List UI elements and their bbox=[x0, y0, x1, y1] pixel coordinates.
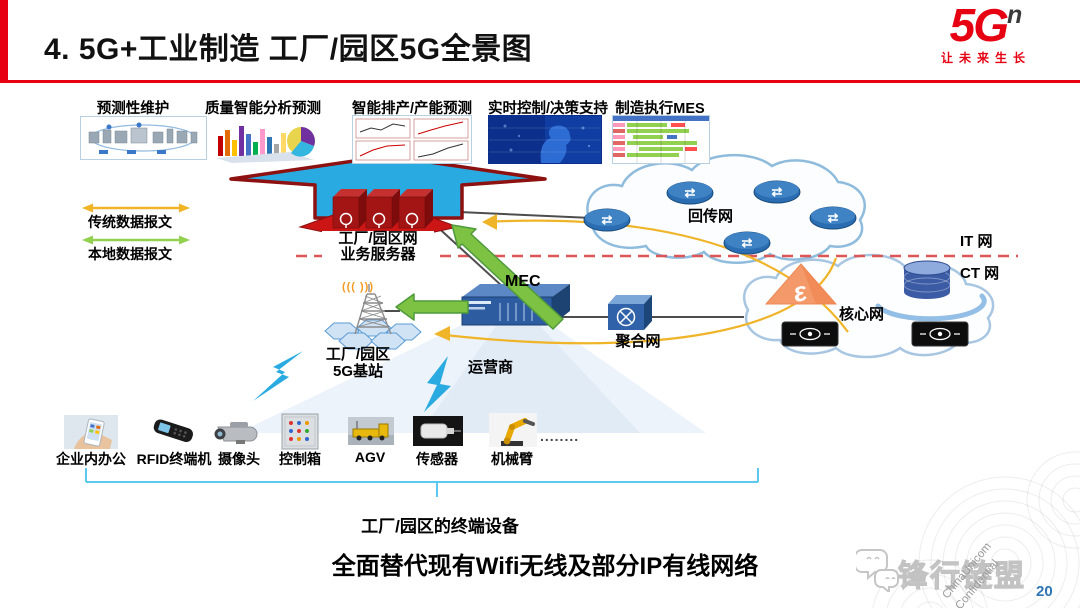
core-epc-icon: ε bbox=[764, 263, 838, 308]
header-accent-bar bbox=[0, 0, 8, 80]
app-thumb-realtime-control-image bbox=[488, 115, 602, 164]
router-arrows-icon: ⇄ bbox=[742, 235, 753, 250]
bs-label-line1: 工厂/园区 bbox=[325, 346, 391, 363]
router-arrows-icon: ⇄ bbox=[685, 185, 696, 200]
devices-brace bbox=[85, 468, 759, 497]
router-arrows-icon: ⇄ bbox=[602, 212, 613, 227]
app-thumb-mes-image bbox=[612, 115, 710, 164]
legend-local-arrow-icon bbox=[80, 233, 192, 251]
server-label-line1: 工厂/园区网 bbox=[338, 230, 418, 247]
operator-label: 运营商 bbox=[468, 359, 514, 376]
app-thumb-predictive-maintenance-image bbox=[80, 116, 207, 160]
legend-traditional-label: 传统数据报文 bbox=[88, 214, 172, 230]
terminal-group-label: 工厂/园区的终端设备 bbox=[361, 517, 519, 536]
coverage-fan bbox=[238, 299, 706, 433]
lightning-bolts bbox=[253, 351, 451, 412]
header-divider bbox=[0, 80, 1080, 83]
device-label-agv: AGV bbox=[354, 449, 386, 465]
device-label-control-box: 控制箱 bbox=[279, 451, 321, 467]
highlight-statement: 全面替代现有Wifi无线及部分IP有线网络 bbox=[331, 553, 759, 580]
app-label-quality-analysis: 质量智能分析预测 bbox=[205, 101, 321, 117]
device-label-office: 企业内办公 bbox=[56, 451, 126, 467]
backhaul-label: 回传网 bbox=[688, 208, 734, 225]
ct-net-label: CT 网 bbox=[960, 265, 1000, 282]
device-label-rfid: RFID终端机 bbox=[136, 451, 212, 467]
device-thumb-robot-arm-image bbox=[489, 413, 537, 452]
server-cluster-icon bbox=[298, 189, 460, 235]
green-arrows bbox=[395, 224, 564, 330]
bs-tower-icon bbox=[354, 284, 392, 335]
device-label-camera: 摄像头 bbox=[218, 451, 260, 467]
device-thumb-office-image bbox=[64, 415, 118, 454]
device-thumb-camera-image bbox=[210, 419, 266, 450]
it-net-label: IT 网 bbox=[960, 233, 993, 250]
wechat-bubbles-icon bbox=[854, 544, 900, 597]
legend-traditional-arrow-icon bbox=[80, 201, 192, 219]
backhaul-routers: ⇄ ⇄ ⇄ ⇄ ⇄ bbox=[583, 180, 857, 255]
device-label-sensor: 传感器 bbox=[416, 451, 458, 467]
aggregation-switch-icon bbox=[608, 295, 652, 330]
device-thumb-agv-image bbox=[348, 417, 394, 450]
core-gateway-icons bbox=[781, 321, 969, 347]
bs-label-line2: 5G基站 bbox=[332, 362, 383, 380]
yellow-arrowhead-servers bbox=[482, 214, 497, 230]
device-thumb-rfid-image bbox=[148, 417, 200, 452]
logo-5g: 5G bbox=[949, 0, 1009, 51]
device-thumb-sensor-image bbox=[413, 416, 463, 451]
core-database-icon bbox=[875, 260, 987, 322]
app-label-predictive-maintenance: 预测性维护 bbox=[96, 101, 170, 117]
page-title: 4. 5G+工业制造 工厂/园区5G全景图 bbox=[44, 33, 533, 66]
device-thumb-control-box-image bbox=[281, 413, 319, 455]
watermark-brand: 锋行链盟 bbox=[897, 559, 1026, 593]
app-thumb-smart-scheduling-image bbox=[352, 115, 472, 164]
app-label-mes: 制造执行MES bbox=[615, 101, 705, 117]
router-arrows-icon: ⇄ bbox=[828, 210, 839, 225]
aggregation-label: 聚合网 bbox=[615, 333, 661, 350]
core-label: 核心网 bbox=[839, 306, 885, 323]
brand-logo: 5Gn 让未来生长 bbox=[926, 2, 1046, 64]
app-thumb-quality-analysis-image bbox=[211, 115, 321, 164]
bs-hexagons bbox=[324, 319, 422, 350]
server-label: 工厂/园区网 业务服务器 bbox=[322, 230, 434, 264]
legend-local-label: 本地数据报文 bbox=[88, 246, 172, 262]
page-number: 20 bbox=[1036, 583, 1053, 600]
device-label-robot-arm: 机械臂 bbox=[491, 451, 533, 467]
yellow-arrowhead-bs bbox=[434, 326, 450, 341]
bs-label: 工厂/园区 5G基站 bbox=[312, 346, 404, 380]
router-arrows-icon: ⇄ bbox=[772, 184, 783, 199]
logo-n-sup: n bbox=[1007, 1, 1023, 29]
devices-more: ........ bbox=[540, 428, 580, 444]
app-label-realtime-control: 实时控制/决策支持 bbox=[487, 101, 609, 117]
app-label-smart-scheduling: 智能排产/产能预测 bbox=[351, 101, 473, 117]
server-label-line2: 业务服务器 bbox=[340, 246, 416, 264]
logo-tagline: 让未来生长 bbox=[940, 51, 1031, 65]
swirl-watermark bbox=[872, 451, 1080, 608]
bs-signal-icon: ((( ))) bbox=[341, 281, 375, 293]
mec-label: MEC bbox=[505, 273, 541, 290]
